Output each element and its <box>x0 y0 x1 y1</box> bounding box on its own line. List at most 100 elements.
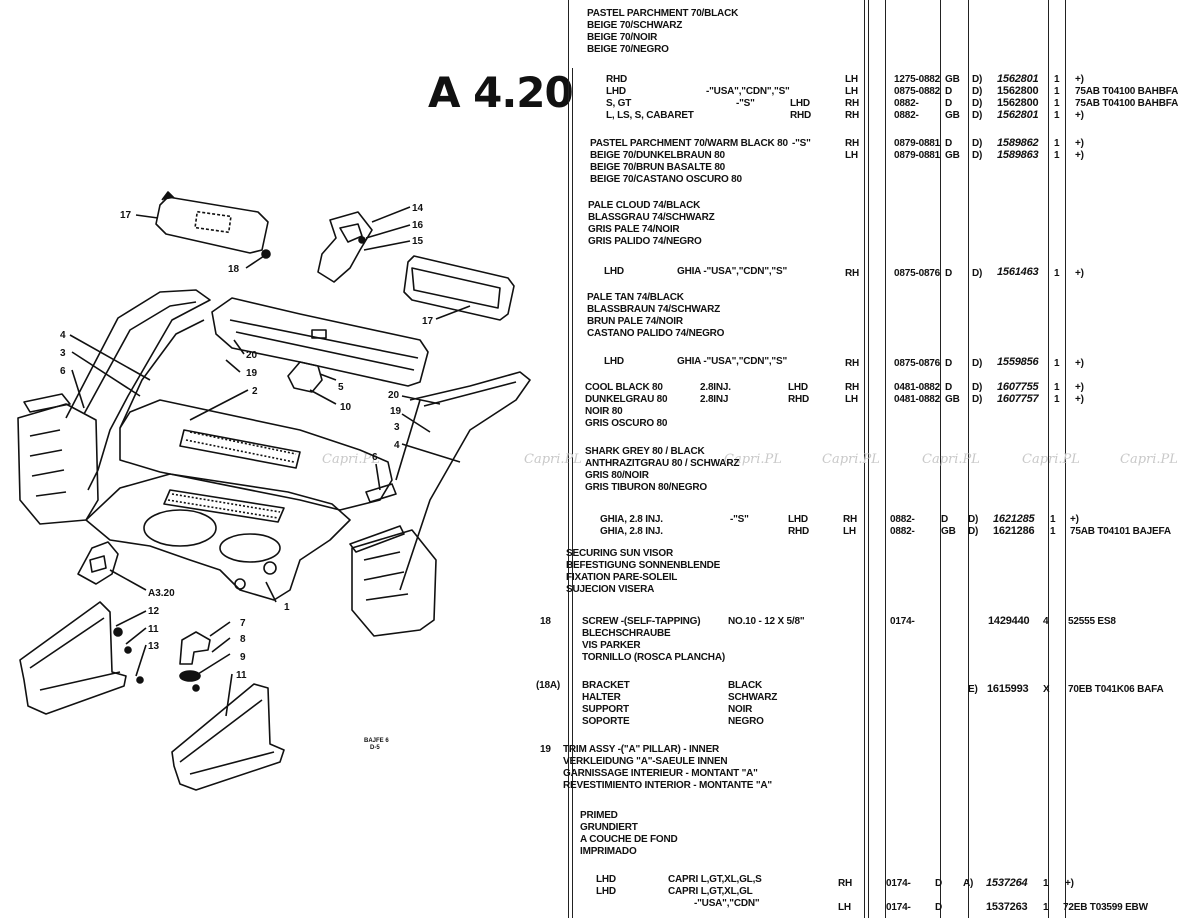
callout-6: 6 <box>60 366 66 377</box>
table-cell: SCHWARZ <box>728 692 778 703</box>
table-cell: 1 <box>1054 394 1060 405</box>
table-cell: 1621286 <box>993 525 1035 537</box>
table-cell: LHD <box>606 86 626 97</box>
table-cell: -"S" <box>736 98 755 109</box>
table-cell: 0481-0882 <box>894 394 941 405</box>
table-cell: 1562800 <box>997 97 1039 109</box>
table-cell: FIXATION PARE-SOLEIL <box>566 572 678 583</box>
table-cell: HALTER <box>582 692 621 703</box>
table-cell: GHIA, 2.8 INJ. <box>600 526 663 537</box>
table-cell: +) <box>1075 394 1084 405</box>
table-cell: 1537263 <box>986 901 1028 913</box>
watermark: Capri.PL <box>822 452 880 467</box>
callout-13: 13 <box>148 641 160 652</box>
table-cell: IMPRIMADO <box>580 846 637 857</box>
table-cell: 0882- <box>894 110 919 121</box>
table-cell: D) <box>972 74 983 85</box>
table-cell: 1 <box>1054 268 1060 279</box>
callout-8: 8 <box>240 634 246 645</box>
table-cell: (18A) <box>536 680 561 691</box>
table-cell: 0875-0876 <box>894 268 941 279</box>
callout-9: 9 <box>240 652 246 663</box>
table-cell: COOL BLACK 80 <box>585 382 663 393</box>
table-cell: RHD <box>788 526 810 537</box>
table-cell: GHIA -"USA","CDN","S" <box>677 266 787 277</box>
exploded-parts-diagram: 17 14 16 15 18 17 4 3 6 20 19 2 5 10 20 … <box>17 191 531 791</box>
callout-11: 11 <box>148 624 159 635</box>
table-cell: REVESTIMIENTO INTERIOR - MONTANTE "A" <box>563 780 772 791</box>
visor-bracket <box>317 211 373 283</box>
callout-18: 18 <box>228 264 240 275</box>
table-cell: D <box>935 878 943 889</box>
callout-5: 5 <box>338 382 344 393</box>
kick-panel-left <box>19 601 127 715</box>
table-cell: BLECHSCHRAUBE <box>582 628 671 639</box>
callout-17b: 17 <box>422 316 434 327</box>
table-cell: D) <box>972 86 983 97</box>
table-cell: -"USA","CDN","S" <box>706 86 790 97</box>
table-cell: 2.8INJ. <box>700 382 731 393</box>
table-cell: BLACK <box>728 680 762 691</box>
table-cell: GB <box>945 150 960 161</box>
column-rule <box>968 0 969 918</box>
callout-4b: 4 <box>394 440 400 451</box>
table-cell: BLASSGRAU 74/SCHWARZ <box>588 212 715 223</box>
table-cell: +) <box>1065 878 1074 889</box>
table-cell: GHIA -"USA","CDN","S" <box>677 356 787 367</box>
table-cell: D) <box>968 526 979 537</box>
table-cell: X <box>1043 684 1050 695</box>
table-cell: D) <box>972 110 983 121</box>
column-rule <box>1048 0 1049 918</box>
table-cell: LH <box>845 86 858 97</box>
table-cell: -"S" <box>730 514 749 525</box>
table-cell: RHD <box>790 110 812 121</box>
watermark: Capri.PL <box>1120 452 1178 467</box>
kick-panel-right <box>171 683 285 791</box>
callout-4: 4 <box>60 330 66 341</box>
table-cell: LHD <box>788 382 808 393</box>
table-cell: 1589862 <box>997 137 1039 149</box>
table-cell: 0174- <box>886 878 911 889</box>
table-cell: D) <box>968 514 979 525</box>
table-cell: RH <box>845 138 860 149</box>
table-cell: 75AB T04100 BAHBFA <box>1075 86 1179 97</box>
drawing-stamp: D-5 <box>370 745 380 751</box>
table-cell: 0481-0882 <box>894 382 941 393</box>
sun-visor-left <box>155 196 269 254</box>
table-cell: VIS PARKER <box>582 640 641 651</box>
table-cell: D <box>945 358 953 369</box>
table-cell: BEIGE 70/NEGRO <box>587 44 669 55</box>
table-cell: GRIS PALIDO 74/NEGRO <box>588 236 702 247</box>
column-rule <box>1065 0 1066 918</box>
callout-17: 17 <box>120 210 132 221</box>
table-cell: D <box>935 902 943 913</box>
drawing-stamp: BAJFE 6 <box>364 738 389 744</box>
watermark: Capri.PL <box>1022 452 1080 467</box>
table-cell: 1607757 <box>997 393 1039 405</box>
table-cell: GRUNDIERT <box>580 822 638 833</box>
table-cell: E) <box>968 684 978 695</box>
table-cell: 1537264 <box>986 877 1028 889</box>
table-cell: D) <box>972 150 983 161</box>
callout-3: 3 <box>60 348 66 359</box>
table-cell: 1 <box>1054 358 1060 369</box>
table-cell: RH <box>845 382 860 393</box>
table-cell: D <box>945 138 953 149</box>
table-cell: BEFESTIGUNG SONNENBLENDE <box>566 560 721 571</box>
table-cell: 1 <box>1054 138 1060 149</box>
callout-20: 20 <box>246 350 258 361</box>
table-cell: 72EB T03599 EBW <box>1063 902 1148 913</box>
table-cell: 0875-0876 <box>894 358 941 369</box>
table-cell: -"USA","CDN" <box>694 898 760 909</box>
table-cell: PALE TAN 74/BLACK <box>587 292 684 303</box>
table-cell: 1429440 <box>988 615 1030 627</box>
table-cell: 1562800 <box>997 85 1039 97</box>
callout-2: 2 <box>252 386 258 397</box>
table-cell: NEGRO <box>728 716 764 727</box>
column-rule <box>868 0 869 918</box>
table-cell: 1559856 <box>997 356 1039 368</box>
table-cell: D) <box>972 268 983 279</box>
watermark: Capri.PL <box>724 452 782 467</box>
table-cell: RH <box>845 98 860 109</box>
table-cell: BRACKET <box>582 680 630 691</box>
